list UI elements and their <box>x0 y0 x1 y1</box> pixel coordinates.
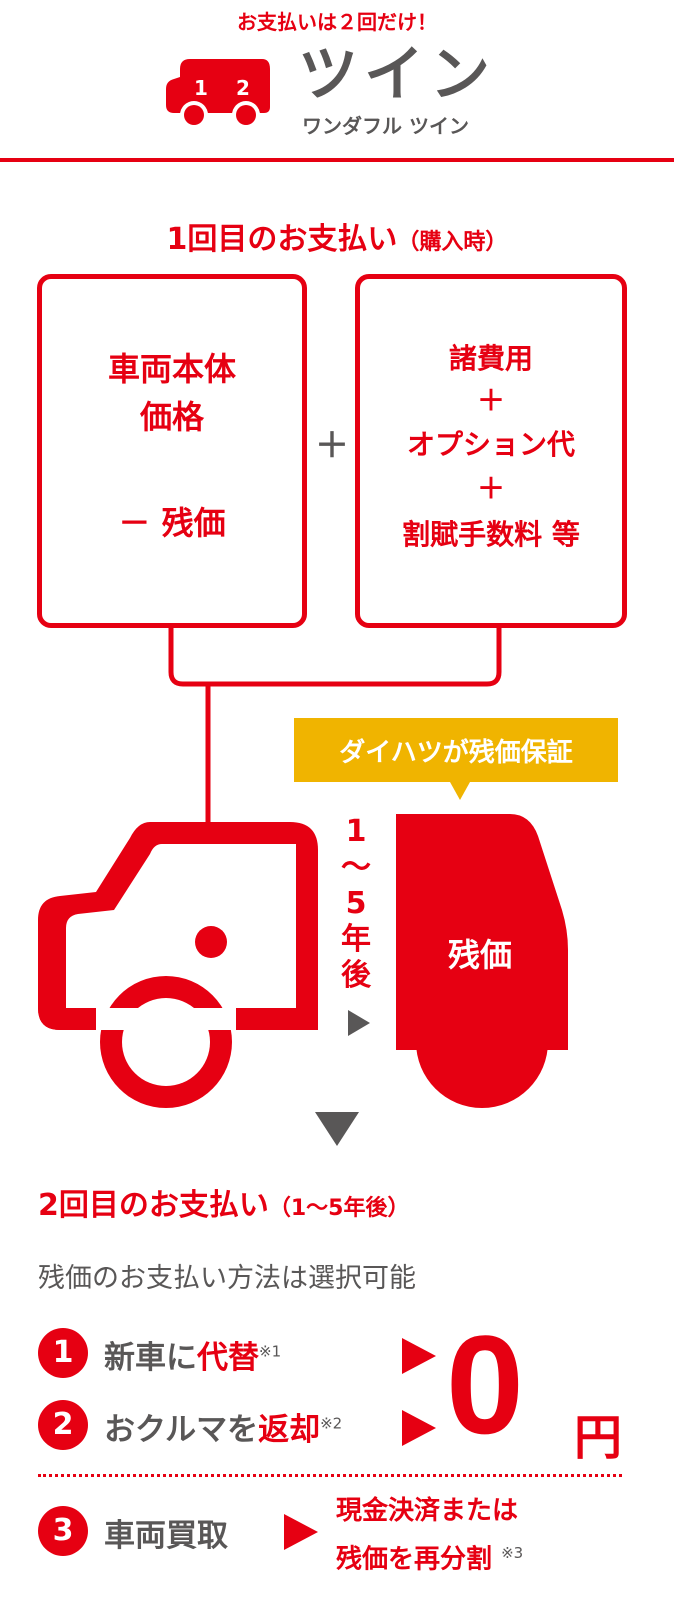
fees-line3: 割賦手数料 等 <box>402 518 580 551</box>
vehicle-price-line2: 価格 <box>139 398 204 436</box>
fees-box: 諸費用 ＋ オプション代 ＋ 割賦手数料 等 <box>355 274 627 628</box>
years-arrow-icon <box>348 1010 370 1036</box>
option-2-label: おクルマを返却※2 <box>104 1404 342 1449</box>
header-divider <box>0 158 674 162</box>
fees-plus2: ＋ <box>476 472 505 505</box>
first-payment-title-paren: （購入時） <box>397 230 508 255</box>
fees-line2: オプション代 <box>406 428 575 461</box>
residual-label: 残価 <box>447 936 512 974</box>
option-1-label: 新車に代替※1 <box>104 1332 281 1377</box>
second-payment-title-paren: （1〜5年後） <box>268 1196 410 1221</box>
option-2-text-a: おクルマを <box>104 1412 259 1448</box>
logo-title: ツイン <box>298 40 496 110</box>
years-char-5: 5 <box>345 886 367 921</box>
option-3-result: 現金決済または 残価を再分割 ※3 <box>336 1490 523 1581</box>
option-2-note: ※2 <box>320 1414 343 1433</box>
second-payment-title-text: 2回目のお支払い <box>38 1188 269 1223</box>
option-3-result-line2: 残価を再分割 <box>336 1544 493 1575</box>
fees-line1: 諸費用 <box>448 342 533 375</box>
zero-amount: 0 <box>446 1306 524 1463</box>
tagline: お支払いは２回だけ！ <box>237 10 437 34</box>
option-3-result-line1: 現金決済または <box>336 1496 519 1526</box>
second-payment-title: 2回目のお支払い（1〜5年後） <box>38 1180 410 1224</box>
option-3-note: ※3 <box>501 1544 524 1562</box>
vehicle-price-line1: 車両本体 <box>107 350 236 388</box>
guarantee-text: ダイハツが残価保証 <box>339 738 573 768</box>
twin-logo-car-icon <box>162 55 274 133</box>
option-2-badge: 2 <box>38 1400 88 1450</box>
years-later-label: 1 〜 5 年 後 <box>332 814 380 994</box>
years-char-go: 後 <box>341 958 371 993</box>
yen-unit: 円 <box>574 1410 623 1466</box>
option-1-badge: 1 <box>38 1328 88 1378</box>
car-anchor-dot <box>195 926 227 958</box>
years-char-tilde: 〜 <box>341 850 371 885</box>
option-3-label: 車両買取 <box>104 1518 228 1554</box>
car-illustration <box>0 800 674 1120</box>
years-char-nen: 年 <box>341 922 371 957</box>
fees-plus1: ＋ <box>476 384 505 417</box>
years-char-1: 1 <box>345 814 367 849</box>
vehicle-price-box: 車両本体 価格 － 残価 <box>37 274 307 628</box>
option-1-arrow-icon <box>402 1338 436 1374</box>
plus-sign: ＋ <box>315 426 349 466</box>
option-3-arrow-icon <box>284 1514 318 1550</box>
guarantee-callout: ダイハツが残価保証 <box>294 718 618 782</box>
options-divider <box>38 1474 622 1477</box>
first-payment-title: 1回目のお支払い（購入時） <box>0 214 674 258</box>
logo-subtitle: ワンダフル ツイン <box>302 114 469 138</box>
minus-residual: － 残価 <box>118 504 226 542</box>
option-2-arrow-icon <box>402 1410 436 1446</box>
down-arrow-icon <box>315 1112 359 1146</box>
logo-number-2: 2 <box>236 76 250 100</box>
logo-number-1: 1 <box>194 76 208 100</box>
first-payment-title-text: 1回目のお支払い <box>166 222 398 257</box>
callout-pointer <box>450 782 470 800</box>
option-1-text-a: 新車に <box>104 1340 197 1376</box>
option-2-text-b: 返却 <box>258 1412 321 1448</box>
option-3-badge: 3 <box>38 1506 88 1556</box>
option-1-text-b: 代替 <box>197 1340 259 1376</box>
option-1-note: ※1 <box>259 1342 282 1361</box>
payment-method-description: 残価のお支払い方法は選択可能 <box>38 1263 416 1294</box>
